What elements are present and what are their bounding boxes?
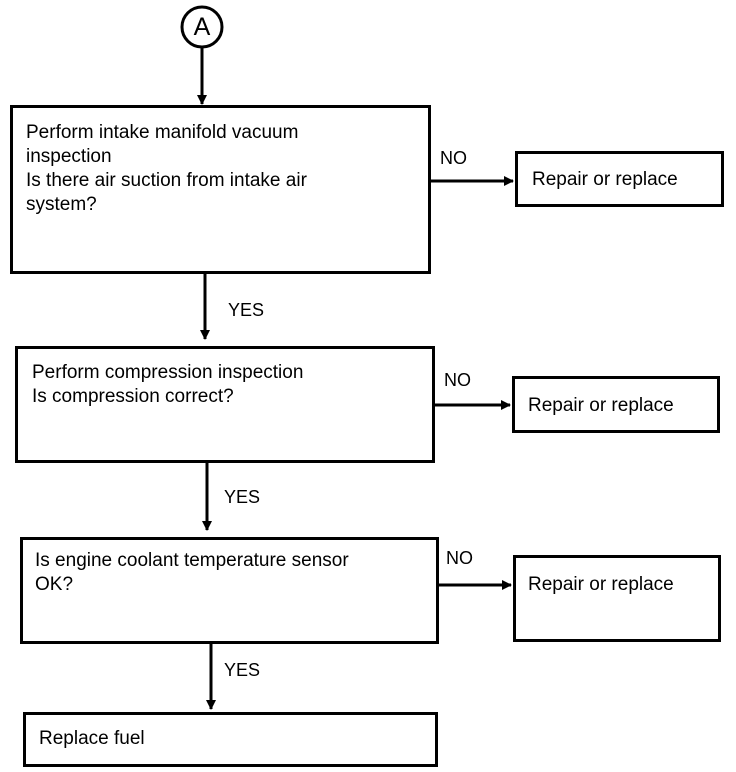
step-3-box [20,537,439,644]
step-3-no-action-box [513,555,721,642]
step-2-yes-label: YES [224,487,261,507]
step-1-no-action-box [515,151,724,207]
step-2-box [15,346,435,463]
final-step-box [23,712,438,767]
step-2-no-label: NO [444,370,471,390]
step-1-no-label: NO [440,148,467,168]
step-2-text: Perform compression inspection Is compre… [32,362,304,407]
step-1-text: Perform intake manifold vacuum inspectio… [26,122,307,215]
step-3-yes-label: YES [224,660,261,680]
step-2-no-action-box [512,376,720,433]
step-1-box [10,105,431,274]
step-3-text: Is engine coolant temperature sensor OK? [35,550,349,595]
final-step-text: Replace fuel [39,728,145,749]
step-1-no-action-text: Repair or replace [532,169,678,190]
step-1-yes-label: YES [228,300,265,320]
connector-a-label: A [193,12,211,41]
step-3-no-label: NO [446,548,473,568]
step-2-no-action-text: Repair or replace [528,395,674,416]
step-3-no-action-text: Repair or replace [528,574,674,595]
